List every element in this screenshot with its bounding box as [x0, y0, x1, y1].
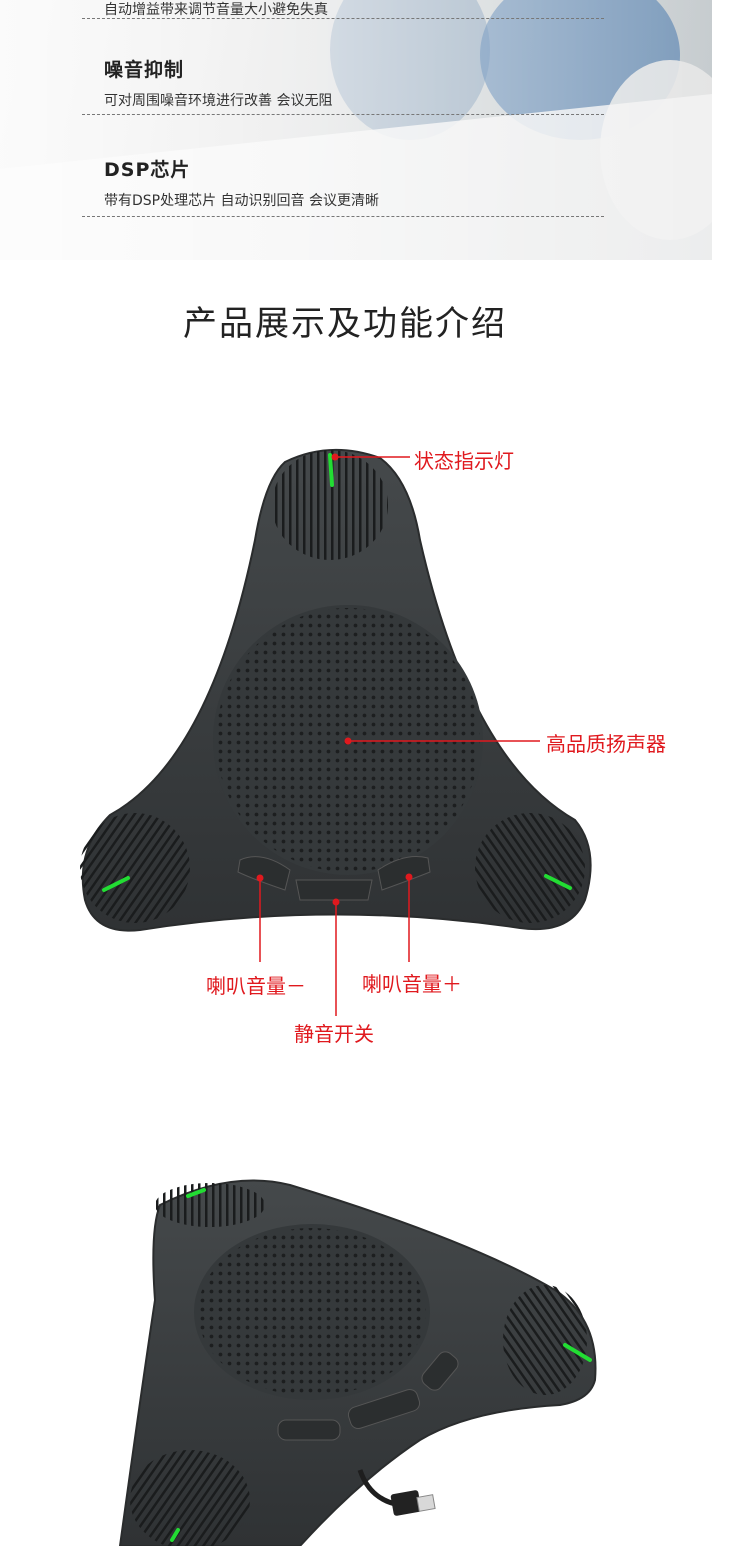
feature-partial: 自动增益带来调节音量大小避免失真 [104, 0, 328, 19]
feature-title: 噪音抑制 [104, 59, 185, 81]
feature-desc: 可对周围噪音环境进行改善 会议无阻 [104, 93, 333, 109]
volume-up-button[interactable] [277, 1419, 341, 1441]
callout-speaker: 高品质扬声器 [546, 732, 666, 756]
mute-button[interactable] [295, 879, 373, 901]
speakerphone-angled-view [118, 1179, 597, 1546]
mic-grille [503, 1285, 587, 1395]
speakerphone-top-view [80, 448, 592, 1016]
speaker-grille [198, 1228, 426, 1396]
callout-status-light: 状态指示灯 [414, 449, 514, 473]
feature-dsp-chip: DSP芯片 带有DSP处理芯片 自动识别回音 会议更清晰 [104, 155, 379, 210]
mute-button[interactable] [346, 1387, 421, 1430]
status-led [186, 1188, 206, 1198]
volume-up-button[interactable] [377, 856, 431, 891]
hero-banner: 自动增益带来调节音量大小避免失真 噪音抑制 可对周围噪音环境进行改善 会议无阻 … [0, 0, 712, 260]
feature-title: DSP芯片 [104, 159, 191, 181]
status-led [563, 1343, 592, 1362]
mic-grille [130, 1450, 250, 1546]
divider [82, 114, 604, 115]
divider [82, 216, 604, 217]
feature-desc: 带有DSP处理芯片 自动识别回音 会议更清晰 [104, 193, 380, 209]
volume-down-button[interactable] [237, 856, 291, 891]
mic-grille-right [475, 813, 585, 923]
mic-grille [155, 1183, 265, 1227]
mic-grille-left [80, 813, 190, 923]
feature-noise-suppression: 噪音抑制 可对周围噪音环境进行改善 会议无阻 [104, 55, 332, 110]
status-led [170, 1528, 180, 1542]
callout-volume-down: 喇叭音量－ [206, 974, 306, 998]
usb-plug [390, 1490, 422, 1516]
status-led-left [102, 876, 130, 892]
volume-down-button[interactable] [419, 1349, 462, 1394]
status-led-top [328, 453, 334, 487]
status-led-right [544, 874, 572, 890]
divider [82, 18, 604, 19]
callout-mute: 静音开关 [294, 1022, 374, 1046]
feature-desc: 自动增益带来调节音量大小避免失真 [104, 2, 328, 18]
section-title: 产品展示及功能介绍 [183, 304, 507, 344]
callout-volume-up: 喇叭音量＋ [362, 972, 462, 996]
